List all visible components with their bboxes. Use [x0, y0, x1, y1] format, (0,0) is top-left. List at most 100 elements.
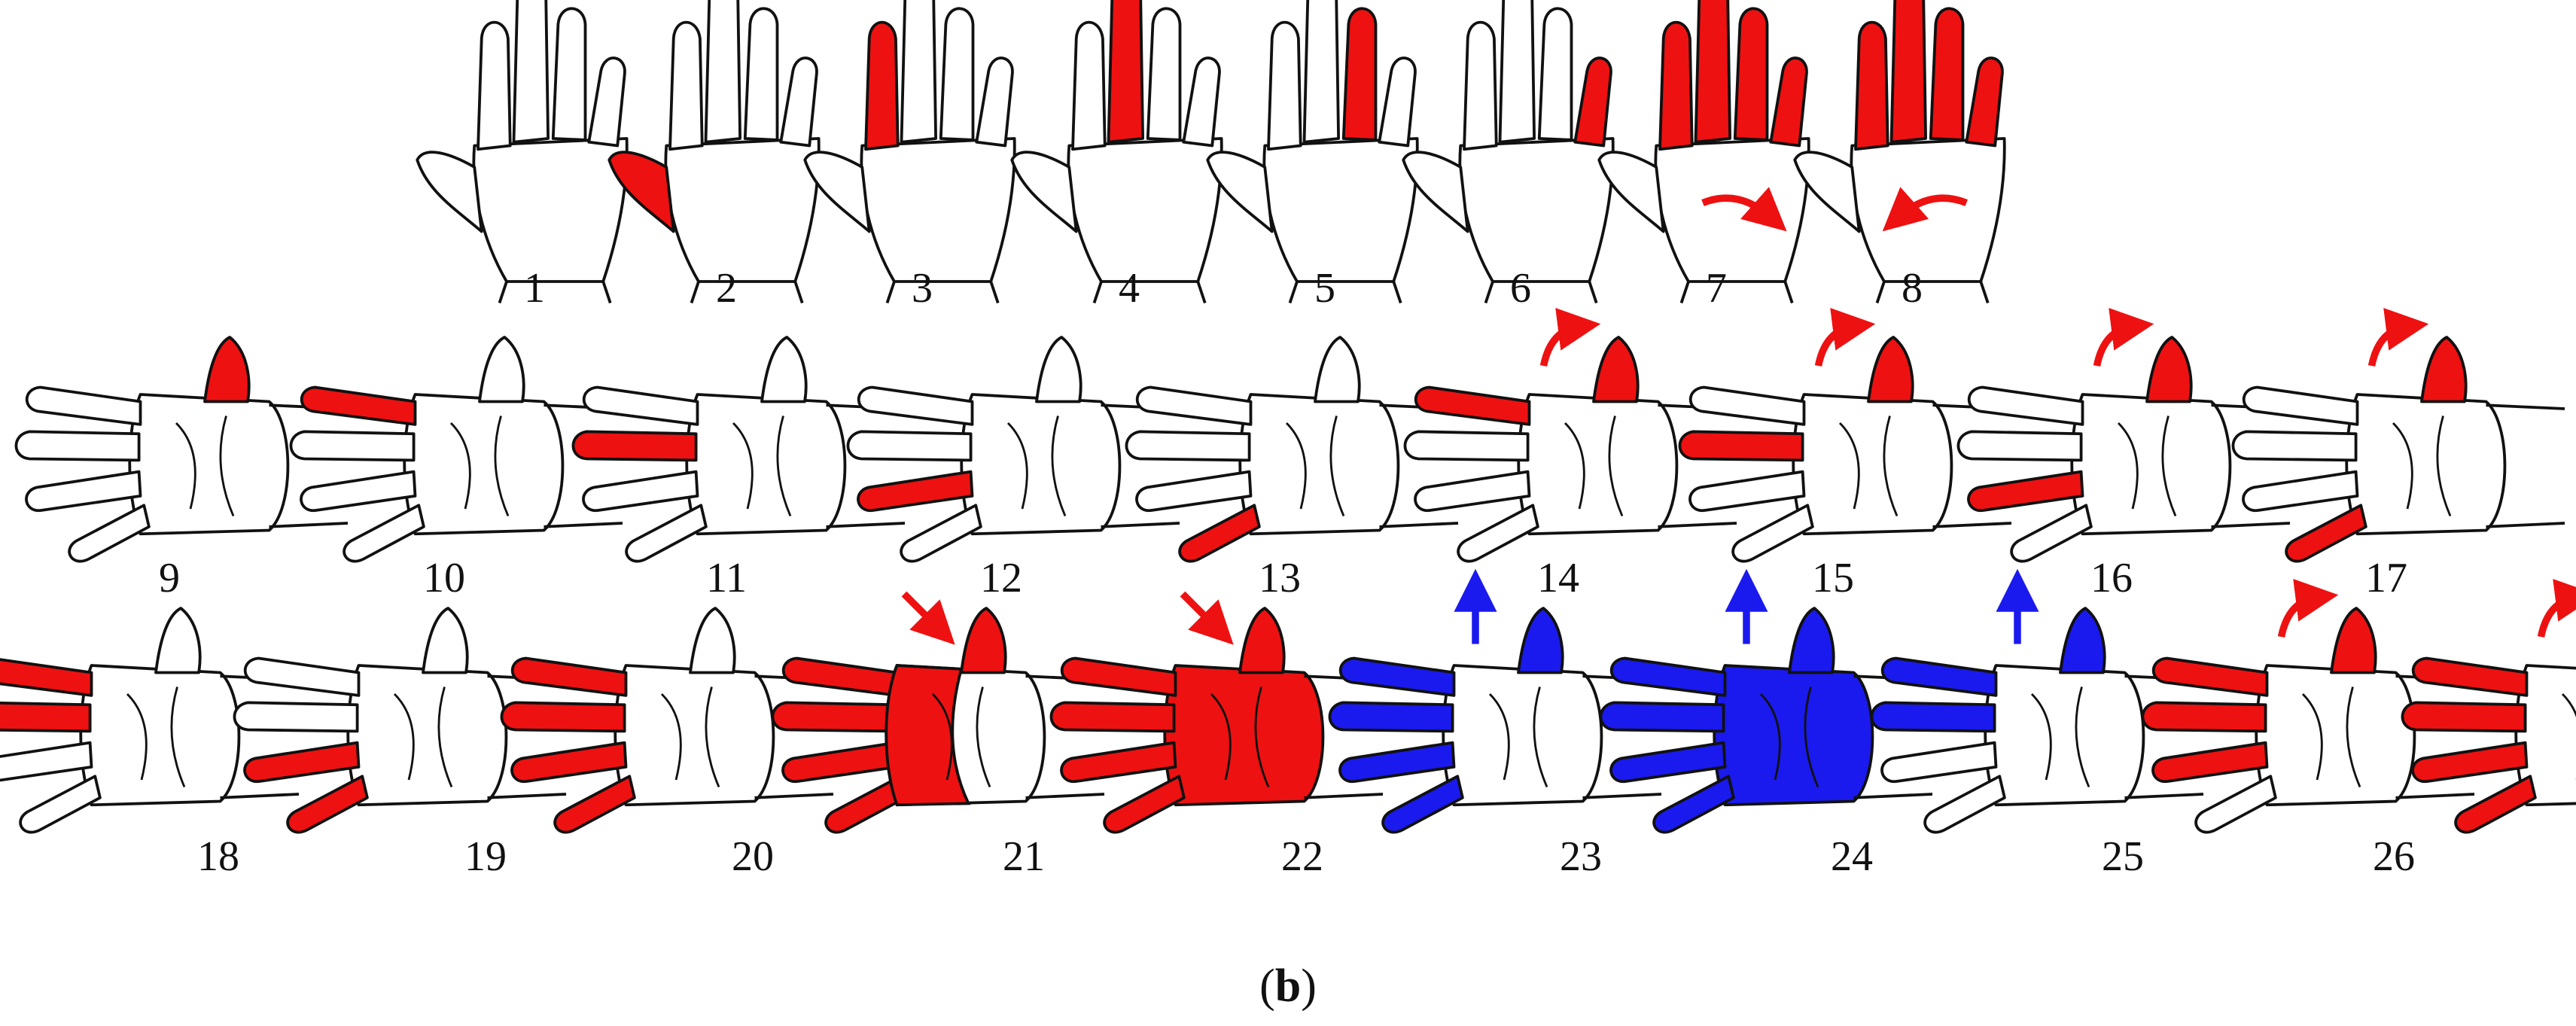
hand-part-ring: [1061, 743, 1175, 782]
hand-part-ring: [26, 472, 140, 511]
hand-part-ring: [783, 743, 897, 782]
wrist-outline: [888, 282, 998, 303]
hand-part-middle: [2402, 702, 2525, 731]
hand-part-middle: [1500, 0, 1535, 142]
hand-part-ring: [583, 472, 697, 511]
hand-part-thumb: [690, 608, 735, 673]
hand-part-pinky: [781, 58, 817, 145]
hand-part-palm: [615, 665, 773, 805]
hand-pose-17: [2233, 327, 2565, 562]
hand-part-pinky: [1925, 776, 2005, 832]
hand-part-pinky: [2196, 776, 2276, 832]
hand-part-pinky: [1575, 58, 1611, 145]
gesture-label: 26: [2373, 836, 2415, 878]
hand-part-thumb: [2331, 608, 2376, 673]
gesture-label: 16: [2090, 557, 2133, 599]
caption-close: ): [1301, 961, 1317, 1012]
hand-part-ring: [745, 8, 778, 140]
hand-part-palm: [1985, 665, 2143, 805]
hand-part-ring: [1931, 8, 1963, 140]
hand-part-thumb: [762, 337, 806, 402]
hand-part-index: [1416, 388, 1530, 425]
gesture-label: 19: [464, 836, 507, 878]
hand-part-thumb: [205, 337, 249, 402]
hand-part-palm: [1264, 139, 1417, 282]
hand-part-middle: [902, 0, 936, 142]
gesture-label: 7: [1706, 267, 1727, 309]
gesture-label: 9: [159, 557, 180, 599]
hand-part-pinky: [626, 505, 706, 561]
gesture-label: 25: [2102, 836, 2144, 878]
hand-part-index: [27, 388, 141, 425]
hand-part-pinky: [1180, 505, 1259, 561]
hand-part-pinky: [1966, 58, 2002, 145]
hand-part-thumb: [1037, 337, 1081, 402]
hand-part-palm: [1165, 665, 1323, 805]
gesture-label: 4: [1119, 267, 1140, 309]
hand-part-palm: [1714, 665, 1872, 805]
hand-part-ring: [941, 8, 973, 140]
hand-part-index: [859, 388, 973, 425]
hand-part-pinky: [344, 505, 424, 561]
gesture-label: 1: [524, 267, 545, 309]
gesture-label: 23: [1560, 836, 1602, 878]
hand-part-index: [1969, 388, 2083, 425]
wrist-outline: [1486, 282, 1597, 303]
hand-part-middle: [573, 431, 696, 460]
hand-part-palm: [1793, 394, 1951, 534]
hand-part-palm: [861, 139, 1014, 282]
hand-part-palm: [961, 394, 1119, 534]
hand-part-index: [245, 659, 359, 696]
hand-part-thumb: [417, 152, 482, 231]
hand-part-index: [1691, 388, 1804, 425]
gesture-label: 21: [1003, 836, 1045, 878]
hand-part-pinky: [20, 776, 100, 832]
hand-part-pinky: [555, 776, 635, 832]
hand-part-index: [1883, 659, 1996, 696]
hand-pose-1: [417, 0, 627, 303]
hand-part-ring: [1735, 8, 1768, 140]
hand-part-thumb: [2060, 608, 2105, 673]
hand-part-palm: [348, 665, 506, 805]
gesture-label: 17: [2365, 557, 2407, 599]
hand-part-thumb: [1012, 152, 1076, 231]
hand-part-thumb: [1868, 337, 1913, 402]
hand-part-index: [2244, 388, 2358, 425]
hand-part-index: [1073, 23, 1105, 150]
gesture-label: 15: [1812, 557, 1854, 599]
hand-part-index: [1856, 23, 1888, 150]
hand-part-thumb: [1240, 608, 1284, 673]
motion-arrow-icon: [2372, 327, 2408, 366]
motion-arrow-icon: [1544, 327, 1580, 366]
gesture-label: 24: [1831, 836, 1873, 878]
hand-part-index: [1612, 659, 1725, 696]
hand-part-middle: [1679, 431, 1802, 460]
hand-part-middle: [2233, 431, 2355, 460]
gesture-label: 22: [1281, 836, 1323, 878]
hand-part-palm: [687, 394, 845, 534]
hand-part-thumb: [961, 608, 1006, 673]
motion-arrow-icon: [1819, 327, 1855, 366]
hand-part-palm: [81, 665, 239, 805]
hand-part-index: [0, 659, 92, 696]
hand-part-thumb: [156, 608, 200, 673]
hand-part-middle: [1126, 431, 1249, 460]
hand-part-index: [2413, 659, 2527, 696]
hand-part-palm: [1240, 394, 1398, 534]
hand-part-pinky: [1183, 58, 1219, 145]
wrist-outline: [1290, 282, 1401, 303]
hand-part-palm: [1518, 394, 1676, 534]
hand-part-pinky: [1458, 505, 1538, 561]
hand-part-index: [584, 388, 698, 425]
hand-part-ring: [1344, 8, 1376, 140]
hand-part-pinky: [589, 58, 625, 145]
hand-part-middle: [0, 702, 90, 731]
hand-part-palm: [2256, 665, 2414, 805]
hand-part-middle: [1405, 431, 1527, 460]
hand-part-pinky: [1733, 505, 1813, 561]
hand-part-middle: [16, 431, 139, 460]
hand-part-ring: [512, 743, 626, 782]
caption-letter: b: [1275, 961, 1301, 1012]
hand-part-pinky: [2456, 776, 2535, 832]
hand-part-pinky: [69, 505, 149, 561]
